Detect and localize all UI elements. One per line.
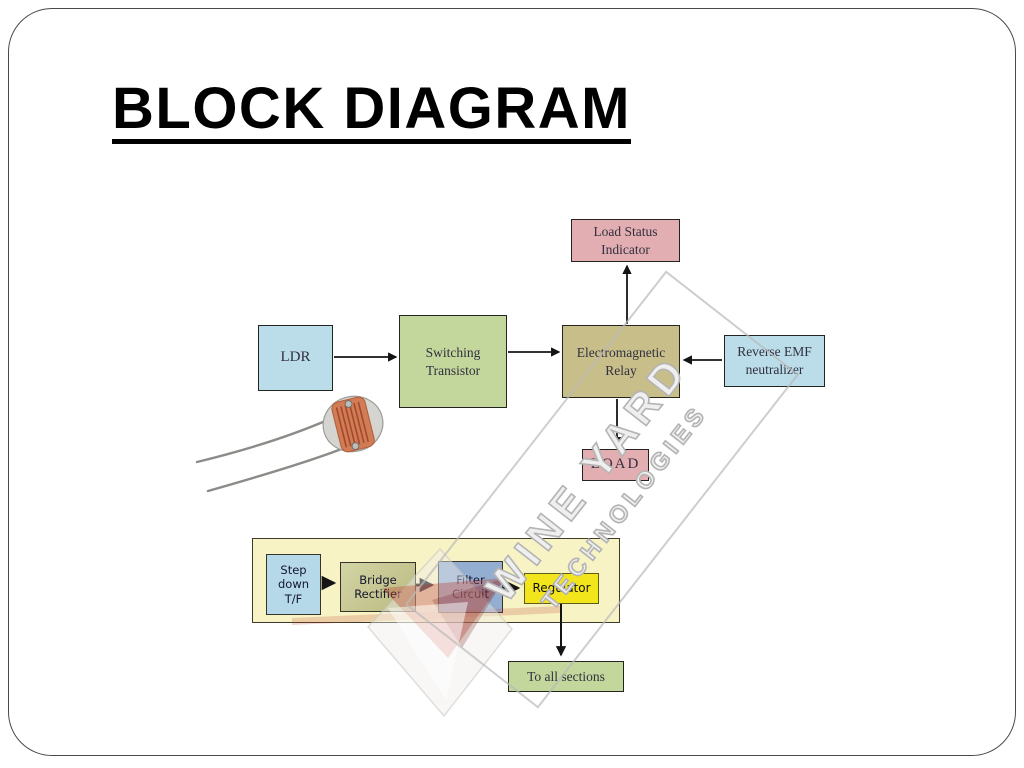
relay-label-line1: Electromagnetic [576, 344, 666, 360]
step-down-label-line2: down [277, 577, 310, 592]
regulator-box: Regulator [524, 573, 599, 604]
load-status-label-line1: Load Status [593, 223, 658, 239]
load-box: LOAD [582, 449, 649, 481]
slide-border [8, 8, 1016, 756]
to-all-sections-label: To all sections [527, 668, 605, 684]
to-all-sections-box: To all sections [508, 661, 624, 692]
electromagnetic-relay-box: Electromagnetic Relay [562, 325, 680, 398]
switching-transistor-box: Switching Transistor [399, 315, 507, 408]
switching-label-line2: Transistor [425, 362, 481, 378]
filter-label-line1: Filter [456, 572, 485, 587]
filter-label-line2: Circuit [451, 587, 489, 601]
bridge-label-line2: Rectifier [354, 587, 402, 601]
load-label: LOAD [590, 456, 641, 473]
step-down-label-line1: Step [280, 562, 307, 577]
bridge-label-line1: Bridge [359, 572, 397, 587]
page-title: BLOCK DIAGRAM [112, 80, 631, 144]
filter-circuit-box: Filter Circuit [438, 561, 503, 613]
load-status-indicator-box: Load Status Indicator [571, 219, 680, 262]
switching-label-line1: Switching [425, 344, 481, 360]
bridge-rectifier-box: Bridge Rectifier [340, 562, 416, 612]
reverse-emf-label-line2: neutralizer [745, 362, 804, 377]
power-supply-section: Step down T/F Bridge Rectifier Filter Ci… [252, 538, 620, 623]
step-down-tf-box: Step down T/F [266, 554, 321, 615]
reverse-emf-label-line1: Reverse EMF [737, 344, 812, 360]
regulator-label: Regulator [532, 581, 591, 595]
reverse-emf-neutralizer-box: Reverse EMF neutralizer [724, 335, 825, 387]
relay-label-line2: Relay [605, 362, 637, 378]
ldr-label: LDR [280, 349, 311, 366]
load-status-label-line2: Indicator [601, 241, 650, 257]
step-down-label-line3: T/F [284, 591, 303, 606]
ldr-box: LDR [258, 325, 333, 391]
